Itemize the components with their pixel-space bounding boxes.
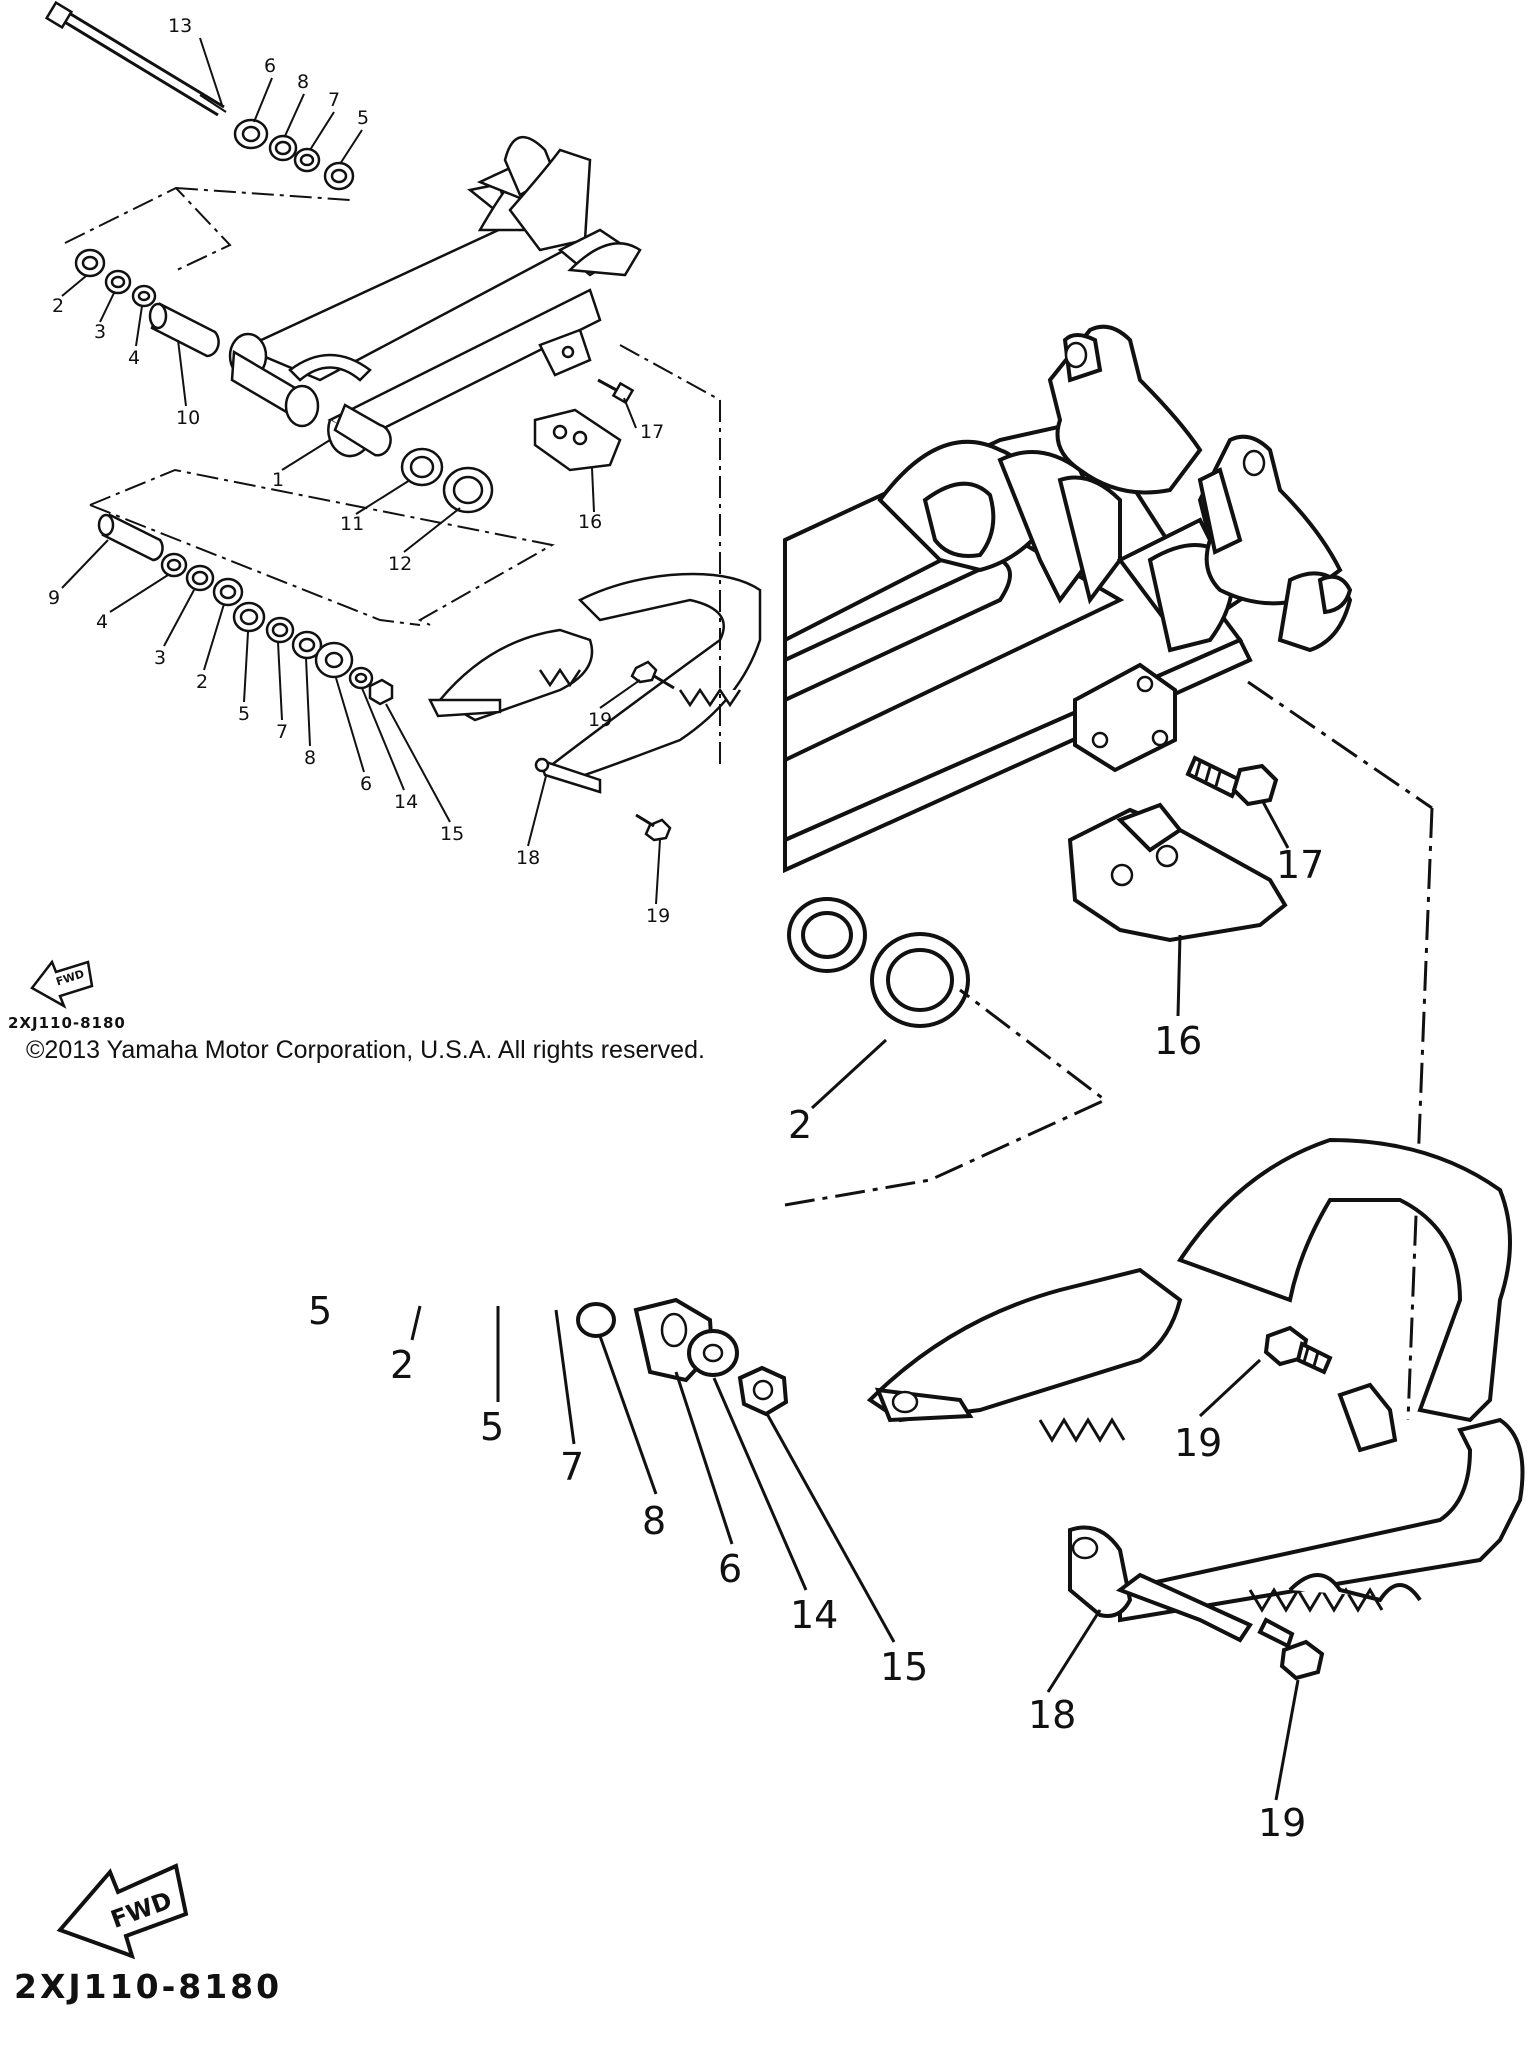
callout-small-11: 11 [340,513,364,535]
upper-bushing-group [233,118,355,191]
callout-small-6: 6 [264,55,276,77]
callout-large-5: 5 [308,1289,332,1333]
bushings-large [787,897,970,1028]
lower-hardware-large [576,1297,789,1417]
part-code-large: 2XJ110-8180 [14,1967,282,2006]
small-callouts: 13 6 8 7 5 2 3 4 10 1 11 12 16 17 9 4 3 … [48,15,670,927]
footrest-small [427,572,762,794]
callout-small-15: 15 [440,823,464,845]
callout-small-8: 8 [304,747,316,769]
bolt-17-small [597,378,635,405]
callout-small-8: 8 [297,71,309,93]
callout-small-4: 4 [128,347,140,369]
callout-small-1: 1 [272,469,284,491]
callout-small-10: 10 [176,407,200,429]
part-code-small: 2XJ110-8180 [8,1014,126,1032]
callout-small-6: 6 [360,773,372,795]
bolt-17-large [1185,755,1279,807]
callout-small-4: 4 [96,611,108,633]
guide-16-small [533,408,622,472]
footrest-large [866,1137,1525,1643]
fwd-arrow-large: FWD [56,1863,189,1960]
bracket-small [538,328,592,377]
callout-large-6: 6 [718,1547,742,1591]
callout-small-7: 7 [328,89,340,111]
bracket-large [1073,662,1177,773]
callout-small-17: 17 [640,421,664,443]
pivot-shaft [44,0,227,117]
callout-large-17: 17 [1276,843,1324,887]
callout-small-5: 5 [238,703,250,725]
callout-large-5: 5 [480,1405,504,1449]
collar-lower [97,513,164,562]
callout-large-7: 7 [560,1445,584,1489]
callout-large-18: 18 [1028,1693,1076,1737]
rear-arm-small [228,135,642,458]
rear-arm-large [783,324,1353,874]
callout-small-9: 9 [48,587,60,609]
large-view: FWD [56,324,1525,1960]
callout-small-12: 12 [388,553,412,575]
callout-small-7: 7 [276,721,288,743]
callout-large-15: 15 [880,1645,928,1689]
guide-16-large [1067,802,1288,943]
bushings-11-12 [400,447,494,514]
callout-large-14: 14 [790,1593,838,1637]
callout-large-2: 2 [390,1343,414,1387]
callout-small-14: 14 [394,791,418,813]
callout-small-2: 2 [52,295,64,317]
large-callouts: 17 16 2 19 5 2 5 7 8 6 14 15 18 19 [308,799,1324,1845]
callout-large-19: 19 [1174,1421,1222,1465]
callout-small-5: 5 [357,107,369,129]
callout-small-19: 19 [588,709,612,731]
copyright-notice: ©2013 Yamaha Motor Corporation, U.S.A. A… [26,1036,705,1064]
collar-upper [148,302,220,358]
callout-small-16: 16 [578,511,602,533]
fwd-arrow-small: FWD [30,959,94,1009]
callout-small-19: 19 [646,905,670,927]
small-view: FWD [30,0,762,1009]
callout-large-8: 8 [642,1499,666,1543]
callout-large-16: 16 [1154,1019,1202,1063]
bolts-19-small [630,660,675,842]
callout-small-13: 13 [168,15,192,37]
lower-bushing-series [160,552,394,706]
callout-small-3: 3 [154,647,166,669]
left-bushings-upper [74,248,157,308]
callout-large-2: 2 [788,1103,812,1147]
callout-large-19: 19 [1258,1801,1306,1845]
callout-small-3: 3 [94,321,106,343]
callout-small-2: 2 [196,671,208,693]
bolts-19-large [1257,1325,1333,1681]
callout-small-18: 18 [516,847,540,869]
